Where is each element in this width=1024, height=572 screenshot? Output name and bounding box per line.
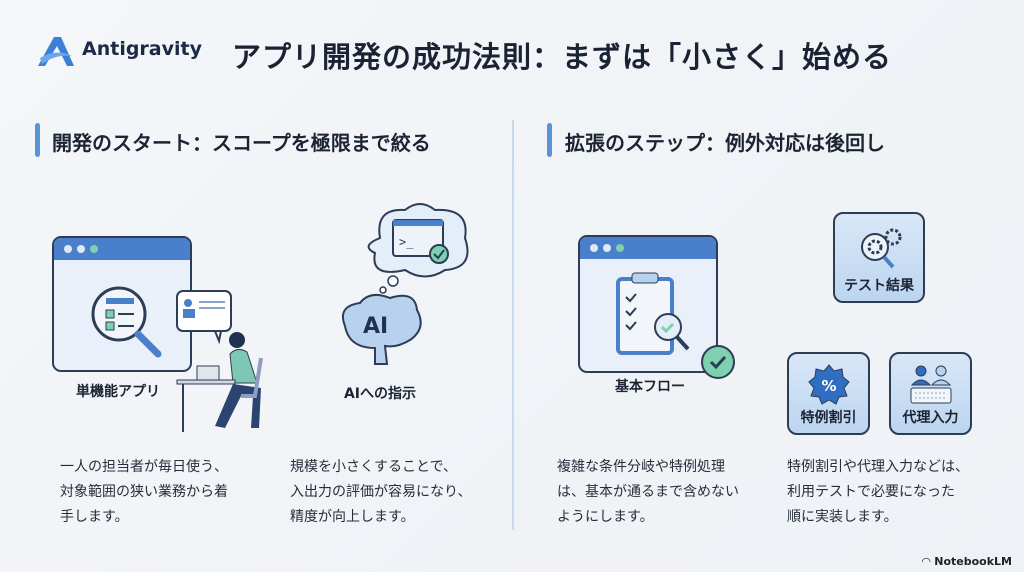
page-title: アプリ開発の成功法則：まずは「小さく」始める <box>232 40 893 74</box>
clipboard-checklist-icon <box>616 272 690 355</box>
section-accent-bar <box>35 123 40 157</box>
item-label: 基本フロー <box>615 379 685 395</box>
magnifier-checklist-icon <box>91 286 162 358</box>
item-description: 特例割引や代理入力などは、 利用テストで必要になった 順に実装します。 <box>787 459 969 525</box>
svg-text:>_: >_ <box>399 235 414 249</box>
card-label: 代理入力 <box>902 410 959 426</box>
special-discount-card: % 特例割引 <box>787 352 870 435</box>
svg-text:%: % <box>821 377 836 395</box>
antigravity-logo-icon <box>38 37 74 66</box>
ai-icon-text: AI <box>363 314 388 339</box>
person-at-desk-icon <box>176 290 263 432</box>
item-label: 単機能アプリ <box>76 384 160 400</box>
item-description: 一人の担当者が毎日使う、 対象範囲の狭い業務から着 手します。 <box>60 459 228 525</box>
right-section-title: 拡張のステップ：例外対応は後回し <box>565 131 885 155</box>
item-description: 規模を小さくすることで、 入出力の評価が容易になり、 精度が向上します。 <box>290 459 472 525</box>
item-label: AIへの指示 <box>343 386 417 402</box>
check-circle-icon <box>701 345 735 379</box>
users-keyboard-icon <box>910 365 951 404</box>
app-window-illustration <box>52 236 192 372</box>
ai-brain-thought-icon: >_ AI <box>341 203 469 365</box>
section-accent-bar <box>547 123 552 157</box>
section-divider <box>512 120 514 530</box>
notebooklm-watermark: ◠ NotebookLM <box>921 555 1012 568</box>
item-description: 複雑な条件分岐や特例処理 は、基本が通るまで含めない ようにします。 <box>557 459 739 525</box>
app-window-illustration <box>578 235 718 373</box>
gear-magnifier-icon <box>861 228 902 269</box>
percent-badge-icon: % <box>807 364 850 405</box>
proxy-input-card: 代理入力 <box>889 352 972 435</box>
card-label: テスト結果 <box>844 278 914 294</box>
brand-name: Antigravity <box>82 38 202 60</box>
left-section-title: 開発のスタート：スコープを極限まで絞る <box>52 131 431 155</box>
card-label: 特例割引 <box>800 410 857 426</box>
test-results-card: テスト結果 <box>833 212 925 303</box>
